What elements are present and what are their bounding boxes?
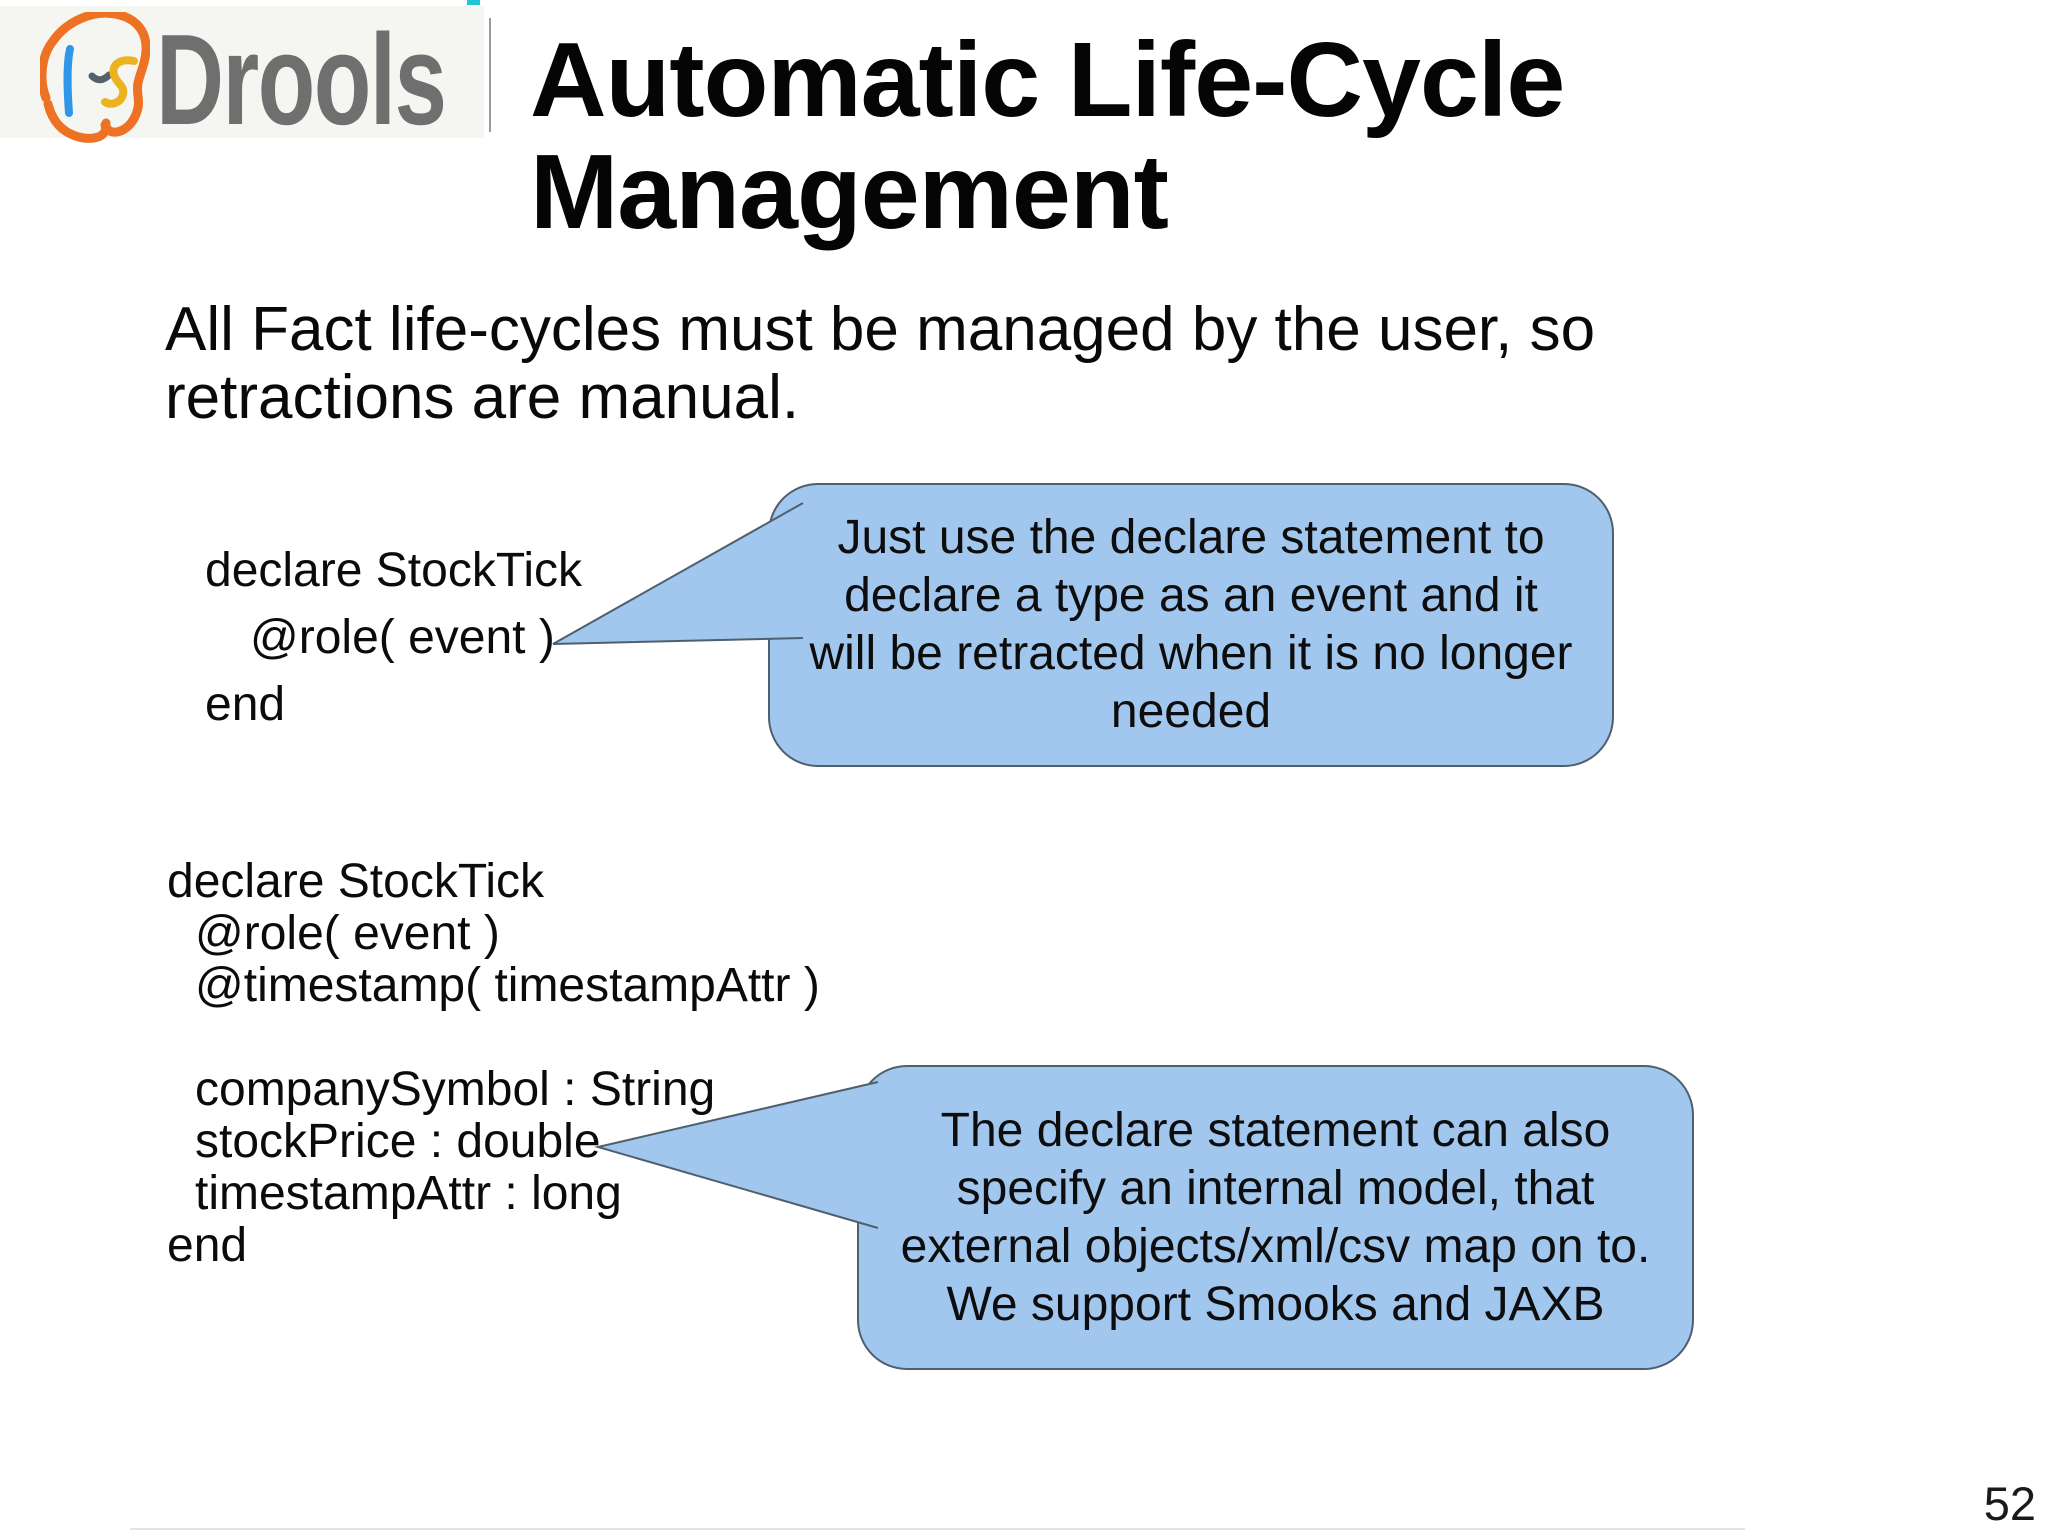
bubble-text-line: Just use the declare statement to (837, 511, 1545, 564)
code-block-2: declare StockTick @role( event ) @timest… (167, 856, 820, 1272)
bubble-text-line: We support Smooks and JAXB (946, 1277, 1605, 1331)
code-line: end (205, 678, 286, 731)
logo-background (0, 6, 484, 138)
bubble-text-line: will be retracted when it is no longer (809, 627, 1573, 680)
page-number: 52 (1983, 1477, 2036, 1530)
header-divider (489, 18, 491, 132)
speech-bubble-2: The declare statement can also specify a… (857, 1065, 1694, 1370)
brand-text: Drools (156, 8, 447, 152)
code-line: companySymbol : String (195, 1063, 716, 1116)
code-line: stockPrice : double (195, 1115, 601, 1168)
page-title: Automatic Life-Cycle Management (530, 21, 1565, 251)
code-line: @role( event ) (250, 611, 555, 664)
bubble-text-line: external objects/xml/csv map on to. (900, 1219, 1651, 1273)
code-line: end (167, 1219, 248, 1272)
code-line: declare StockTick (167, 855, 545, 908)
code-block-1: declare StockTick @role( event ) end (205, 537, 582, 738)
code-line: timestampAttr : long (195, 1167, 622, 1220)
bubble-tail-1 (552, 502, 804, 645)
bubble-text-line: declare a type as an event and it (844, 569, 1538, 622)
speech-bubble-1: Just use the declare statement to declar… (768, 483, 1614, 767)
intro-line-1: All Fact life-cycles must be managed by … (165, 295, 1596, 364)
code-line: declare StockTick (205, 544, 583, 597)
intro-text: All Fact life-cycles must be managed by … (165, 296, 1595, 432)
bubble-text-line: needed (1110, 685, 1272, 738)
video-artifact (467, 0, 480, 5)
slide-edge-artifact (130, 1528, 1745, 1530)
bubble-text-line: specify an internal model, that (956, 1161, 1595, 1215)
code-line: @role( event ) (195, 907, 500, 960)
code-line: @timestamp( timestampAttr ) (195, 959, 820, 1012)
title-line-1: Automatic Life-Cycle (530, 21, 1565, 139)
bubble-text-line: The declare statement can also (940, 1103, 1611, 1157)
title-line-2: Management (530, 133, 1169, 251)
drools-face-icon (40, 12, 150, 143)
intro-line-2: retractions are manual. (165, 363, 800, 432)
